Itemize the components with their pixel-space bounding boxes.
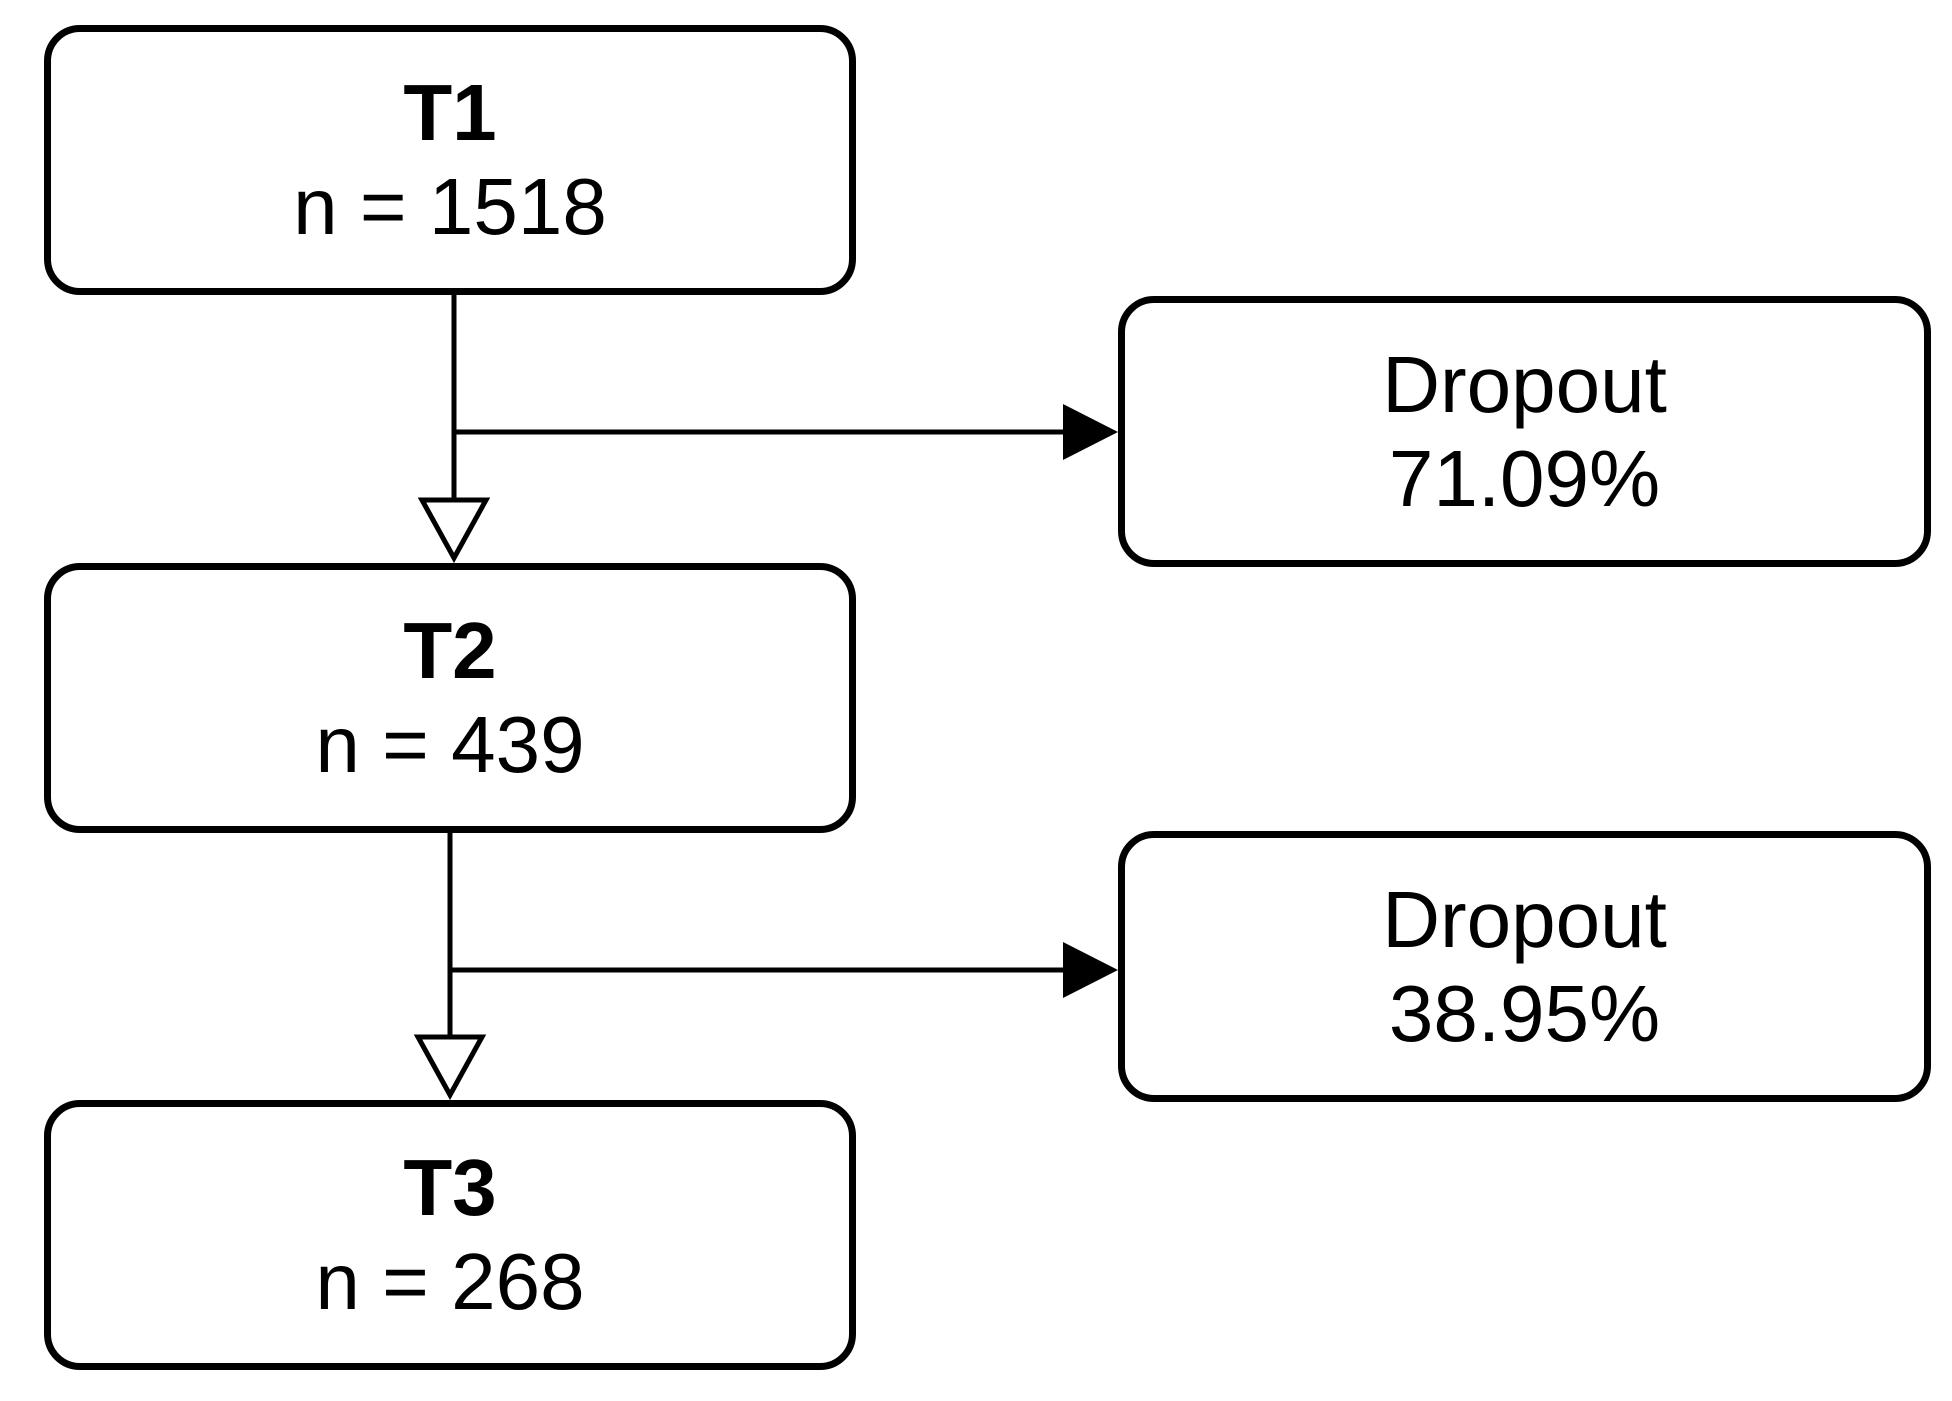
stage-title-t2: T2 xyxy=(403,606,497,695)
dropout-label-2: Dropout xyxy=(1382,874,1667,964)
stage-count-t3: n = 268 xyxy=(315,1237,585,1326)
dropout-label-1: Dropout xyxy=(1382,339,1667,429)
stage-title-t3: T3 xyxy=(403,1143,497,1232)
dropout-box-2: Dropout 38.95% xyxy=(1118,831,1931,1102)
hollow-arrowhead-t2 xyxy=(417,497,491,564)
dropout-value-2: 38.95% xyxy=(1388,968,1661,1058)
stage-box-t3: T3 n = 268 xyxy=(44,1100,856,1370)
dropout-box-1: Dropout 71.09% xyxy=(1118,296,1931,567)
dropout-value-1: 71.09% xyxy=(1388,433,1661,523)
stage-count-t1: n = 1518 xyxy=(293,162,607,251)
stage-count-t2: n = 439 xyxy=(315,700,585,789)
stage-box-t1: T1 n = 1518 xyxy=(44,25,856,295)
filled-arrowhead-dropout-2 xyxy=(1063,942,1118,998)
stage-box-t2: T2 n = 439 xyxy=(44,563,856,833)
stage-title-t1: T1 xyxy=(403,68,497,157)
filled-arrowhead-dropout-1 xyxy=(1063,404,1118,460)
hollow-arrowhead-t3 xyxy=(413,1034,487,1101)
